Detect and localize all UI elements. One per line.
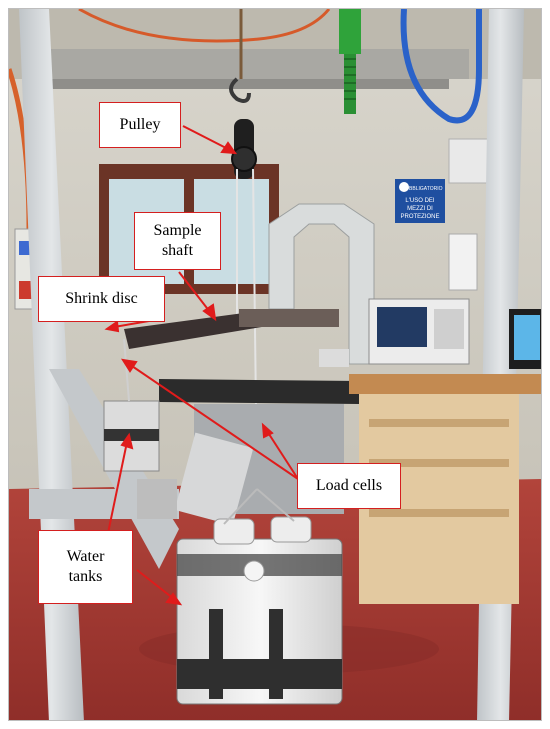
sign-line-2: L'USO DEI [405,198,434,204]
annotation-arrows [104,125,299,606]
label-pulley: Pulley [99,102,181,148]
sign-line-3: MEZZI DI [407,206,433,212]
shaft-assembly [124,309,349,367]
test-rig-photo: E' OBBLIGATORIO L'USO DEI MEZZI DI PROTE… [8,8,542,721]
rear-water-tank [103,338,160,472]
sign-line-1: E' OBBLIGATORIO [399,186,442,192]
label-pulley-text: Pulley [119,116,161,134]
label-water-tanks: Water tanks [38,530,133,604]
safety-sign: E' OBBLIGATORIO L'USO DEI MEZZI DI PROTE… [395,179,478,291]
sign-line-4: PROTEZIONE [400,214,439,220]
label-shrink-disc: Shrink disc [38,276,165,322]
label-water-tanks-line1: Water [66,548,105,566]
label-sample-shaft-line1: Sample [153,222,202,240]
label-load-cells-text: Load cells [315,477,383,495]
front-water-tanks [176,488,343,705]
cart [137,479,177,519]
label-load-cells: Load cells [297,463,401,509]
crane-hoist [339,9,361,114]
label-sample-shaft: Sample shaft [134,212,221,270]
instrument-desk [349,298,541,604]
label-sample-shaft-line2: shaft [161,242,194,259]
label-water-tanks-line2: tanks [68,568,103,585]
wall-unit [448,138,490,184]
label-shrink-disc-text: Shrink disc [65,290,138,308]
